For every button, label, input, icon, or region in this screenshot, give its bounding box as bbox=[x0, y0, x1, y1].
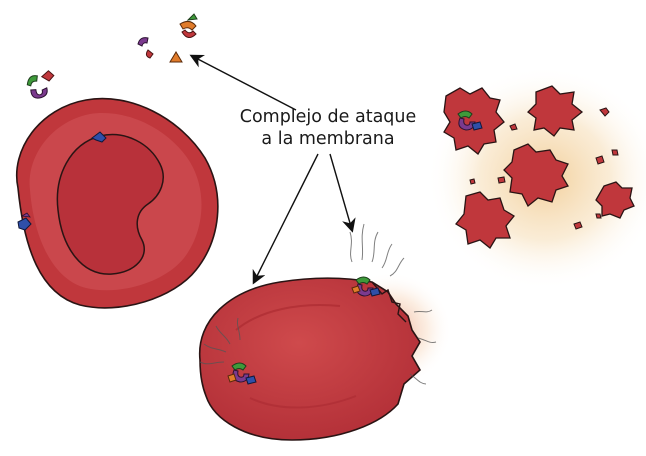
red-blood-cell-icon bbox=[17, 99, 218, 308]
arrow-to-top-complex bbox=[330, 154, 352, 230]
membrane-attack-complex-icon bbox=[25, 70, 58, 100]
arrow-to-free-proteins bbox=[192, 56, 296, 110]
membrane-attack-complex-icon bbox=[170, 52, 182, 62]
membrane-attack-complex-icon bbox=[180, 14, 197, 38]
lysing-red-blood-cell-icon bbox=[200, 224, 452, 440]
free-complement-proteins bbox=[25, 14, 197, 100]
label-line-1: Complejo de ataque bbox=[218, 106, 438, 128]
label-line-2: a la membrana bbox=[218, 128, 438, 150]
callout-arrows bbox=[192, 56, 352, 282]
membrane-attack-complex-icon bbox=[138, 38, 153, 58]
arrow-to-left-complex bbox=[254, 154, 318, 282]
cell-fragments-icon bbox=[427, 66, 646, 290]
membrane-attack-complex-label: Complejo de ataque a la membrana bbox=[218, 106, 438, 150]
